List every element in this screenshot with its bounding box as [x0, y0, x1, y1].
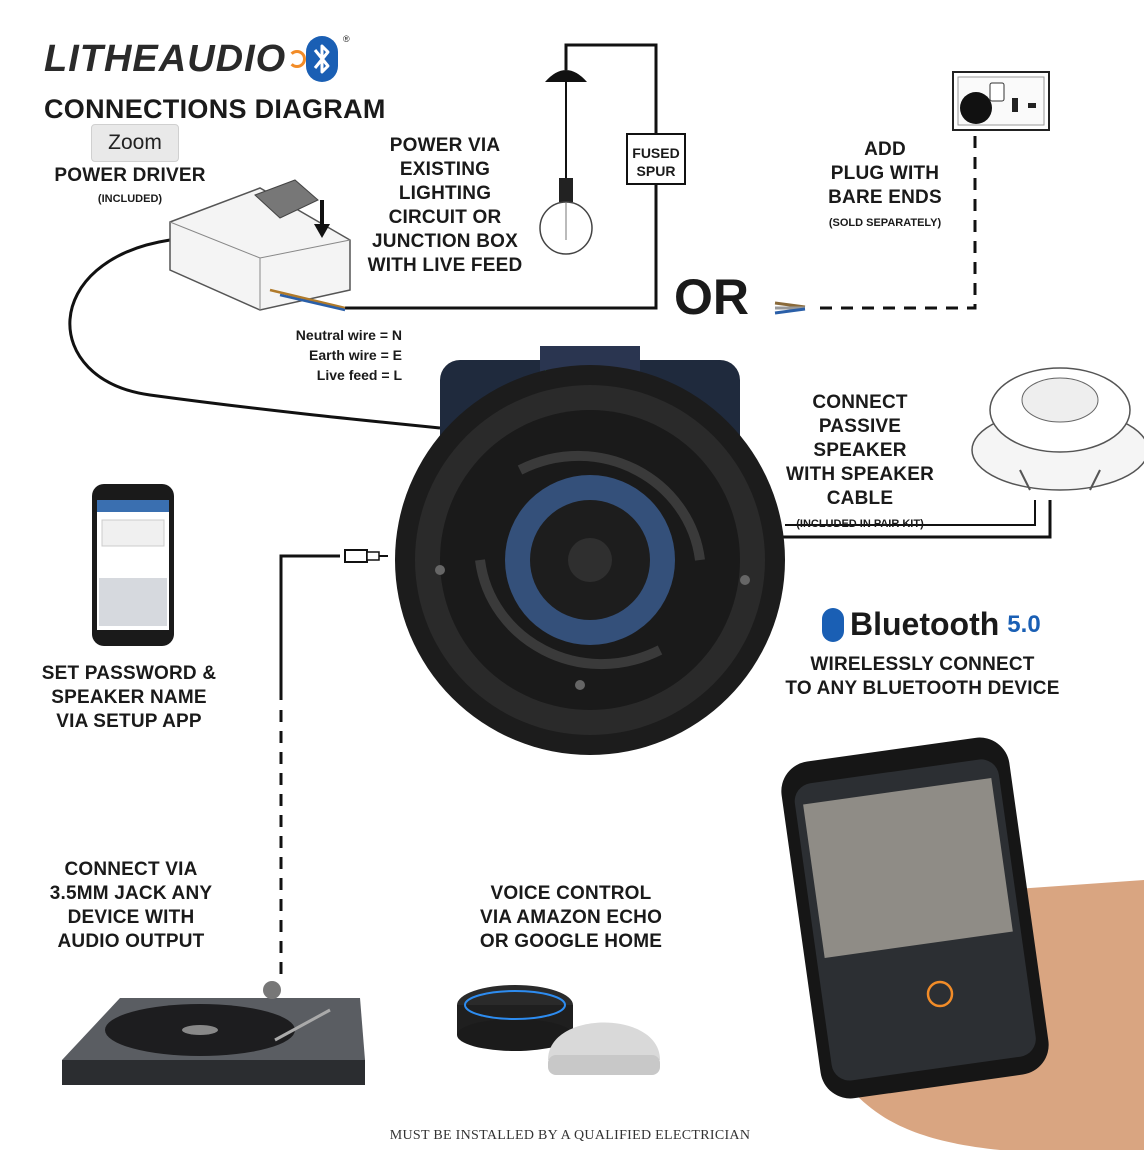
wire-key: Neutral wire = N Earth wire = E Live fee… [240, 325, 402, 385]
jack-line: 3.5MM JACK ANY [49, 883, 213, 904]
jack-label: CONNECT VIA 3.5MM JACK ANY DEVICE WITH A… [36, 858, 226, 954]
lighting-line: CIRCUIT OR [388, 207, 502, 228]
jack-wire [279, 554, 340, 700]
or-label: OR [674, 269, 749, 325]
hand-with-phone-icon [781, 737, 1144, 1150]
fused-spur-box [626, 133, 686, 185]
fused-spur-line: FUSED [632, 145, 680, 161]
power-driver-note: (INCLUDED) [97, 193, 163, 205]
voice-control-label: VOICE CONTROL VIA AMAZON ECHO OR GOOGLE … [456, 882, 686, 954]
bluetooth-version-badge: Bluetooth 5.0 [822, 606, 1041, 643]
registered-mark: ® [343, 34, 350, 44]
voice-line: OR GOOGLE HOME [479, 931, 663, 952]
bluetooth-line: TO ANY BLUETOOTH DEVICE [785, 678, 1060, 699]
passive-speaker-wire-2 [785, 500, 1036, 526]
wire-key-live: Live feed = L [316, 367, 402, 383]
voice-line: VIA AMAZON ECHO [479, 907, 663, 928]
bluetooth-brand: Bluetooth [850, 606, 1000, 642]
passive-speaker-icon [971, 367, 1144, 491]
power-driver-title: POWER DRIVER [54, 165, 206, 186]
lighting-circuit-label: POWER VIA EXISTING LIGHTING CIRCUIT OR J… [350, 134, 540, 278]
plug-line: BARE ENDS [828, 187, 942, 208]
bare-wire-ends-icon [774, 301, 806, 315]
setup-line: SPEAKER NAME [51, 687, 207, 708]
jack-line: DEVICE WITH [67, 907, 195, 928]
setup-app-label: SET PASSWORD & SPEAKER NAME VIA SETUP AP… [34, 662, 224, 734]
power-driver-icon [169, 179, 351, 312]
brand-accent-text: AUDIO [158, 37, 287, 80]
plug-dashed-wire [820, 130, 977, 310]
wifi-arc-icon [288, 50, 307, 68]
lighting-line: EXISTING [399, 159, 491, 180]
plug-label: ADD PLUG WITH BARE ENDS (SOLD SEPARATELY… [800, 138, 970, 230]
driver-to-lighting-wire [345, 43, 658, 310]
zoom-button[interactable]: Zoom [91, 124, 179, 162]
driver-to-speaker-wire [68, 238, 441, 430]
wall-socket-icon [952, 71, 1050, 131]
bluetooth-icon [822, 607, 844, 642]
passive-note: (INCLUDED IN PAIR KIT) [796, 518, 924, 530]
page-title: CONNECTIONS DIAGRAM [44, 94, 386, 124]
passive-line: CABLE [826, 488, 894, 509]
passive-line: CONNECT [812, 392, 908, 413]
bluetooth-label: WIRELESSLY CONNECT TO ANY BLUETOOTH DEVI… [770, 653, 1075, 701]
wire-key-neutral: Neutral wire = N [295, 327, 402, 343]
setup-line: SET PASSWORD & [41, 663, 217, 684]
setup-line: VIA SETUP APP [56, 711, 202, 732]
setup-phone-icon [92, 484, 174, 646]
passive-speaker-label: CONNECT PASSIVE SPEAKER WITH SPEAKER CAB… [770, 391, 950, 531]
fused-spur-label: FUSED SPUR [627, 144, 685, 180]
passive-speaker-wire [780, 500, 1052, 539]
ceiling-lamp-icon [539, 70, 593, 255]
ceiling-speaker-icon [395, 346, 785, 755]
passive-line: PASSIVE SPEAKER [813, 416, 907, 461]
installation-notice: MUST BE INSTALLED BY A QUALIFIED ELECTRI… [389, 1128, 751, 1143]
wire-key-earth: Earth wire = E [309, 347, 402, 363]
turntable-icon [62, 981, 365, 1085]
bluetooth-logo-icon [306, 36, 338, 82]
rca-plug-icon [344, 549, 388, 563]
smart-speakers-icon [457, 985, 660, 1075]
voice-line: VOICE CONTROL [490, 883, 652, 904]
lighting-line: JUNCTION BOX [372, 231, 518, 252]
lighting-line: LIGHTING [398, 183, 492, 204]
jack-line: AUDIO OUTPUT [57, 931, 205, 952]
brand-main-text: LITHE [44, 37, 159, 80]
jack-line: CONNECT VIA [64, 859, 198, 880]
lighting-line: POWER VIA [389, 135, 501, 156]
plug-line: ADD [864, 139, 906, 160]
fused-spur-line: SPUR [636, 163, 676, 179]
plug-line: PLUG WITH [830, 163, 940, 184]
bluetooth-line: WIRELESSLY CONNECT [810, 654, 1035, 675]
bluetooth-version: 5.0 [1007, 610, 1041, 638]
passive-line: WITH SPEAKER [785, 464, 935, 485]
plug-note: (SOLD SEPARATELY) [828, 217, 942, 229]
lighting-line: WITH LIVE FEED [367, 255, 523, 276]
